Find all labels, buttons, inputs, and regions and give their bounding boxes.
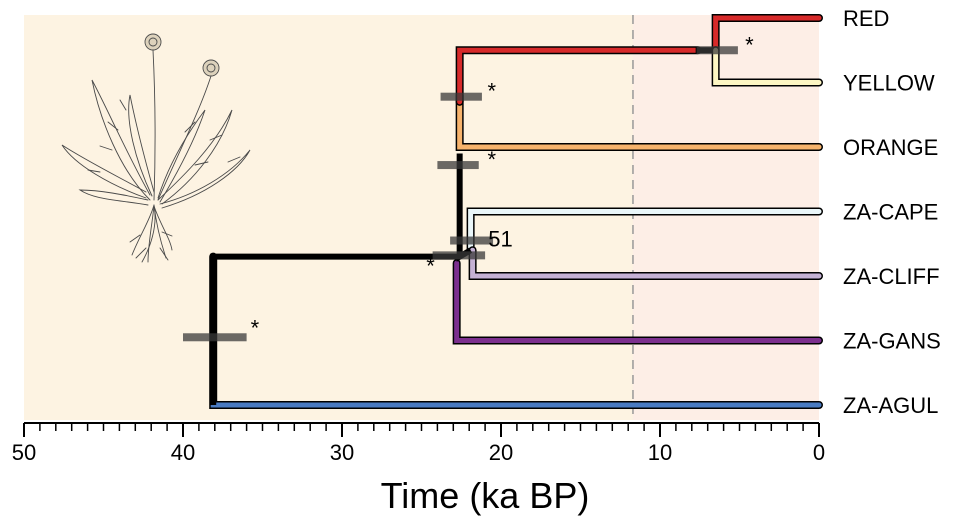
- branch-red-stem: [457, 47, 701, 105]
- tip-label-orange: ORANGE: [843, 135, 938, 160]
- x-tick-label: 50: [12, 440, 36, 465]
- support-label-ryo_group: *: [488, 147, 497, 172]
- x-tick-label: 0: [813, 440, 825, 465]
- hpd-bar-cape_cliff: [450, 236, 494, 245]
- tip-label-red: RED: [843, 6, 889, 31]
- plant-illustration: [61, 33, 251, 263]
- background-holocene: [632, 15, 819, 420]
- tree-branches: [209, 14, 823, 409]
- x-axis-title: Time (ka BP): [381, 475, 590, 516]
- branch-red: [713, 15, 822, 53]
- node-age-bars: [183, 46, 738, 342]
- x-tick-label: 10: [648, 440, 672, 465]
- support-label-root: *: [251, 315, 260, 340]
- hpd-bar-root: [183, 333, 247, 342]
- branch-za-gans: [454, 260, 822, 343]
- hpd-bar-crown: [432, 251, 486, 260]
- tip-label-za-cliff: ZA-CLIFF: [843, 264, 940, 289]
- branch-yellow: [713, 47, 822, 85]
- tip-labels: RED YELLOW ORANGE ZA-CAPE ZA-CLIFF ZA-GANS ZA-…: [843, 6, 941, 418]
- support-label-red_yellow: *: [745, 32, 754, 57]
- x-tick-label: 20: [489, 440, 513, 465]
- x-axis: 50 40 30 20 10 0: [12, 422, 825, 465]
- hpd-bar-ryo_group: [437, 161, 479, 170]
- background-pleistocene: [24, 15, 633, 420]
- tip-label-yellow: YELLOW: [843, 71, 935, 96]
- branch-orange: [457, 92, 822, 150]
- tip-label-za-cape: ZA-CAPE: [843, 200, 938, 225]
- chart-background: [24, 15, 819, 420]
- x-tick-label: 30: [330, 440, 354, 465]
- branch-root-stem: [210, 253, 460, 405]
- node-support-labels: * * 51 * * *: [251, 32, 754, 340]
- hpd-bar-red_yellow_orange: [440, 92, 482, 101]
- hpd-bar-red_yellow: [696, 46, 738, 55]
- support-label-cape_cliff: 51: [488, 227, 512, 252]
- x-tick-label: 40: [171, 440, 195, 465]
- support-label-red_yellow_orange: *: [488, 79, 497, 104]
- support-label-crown: *: [426, 253, 435, 278]
- tip-label-za-agul: ZA-AGUL: [843, 393, 938, 418]
- tip-label-za-gans: ZA-GANS: [843, 329, 941, 354]
